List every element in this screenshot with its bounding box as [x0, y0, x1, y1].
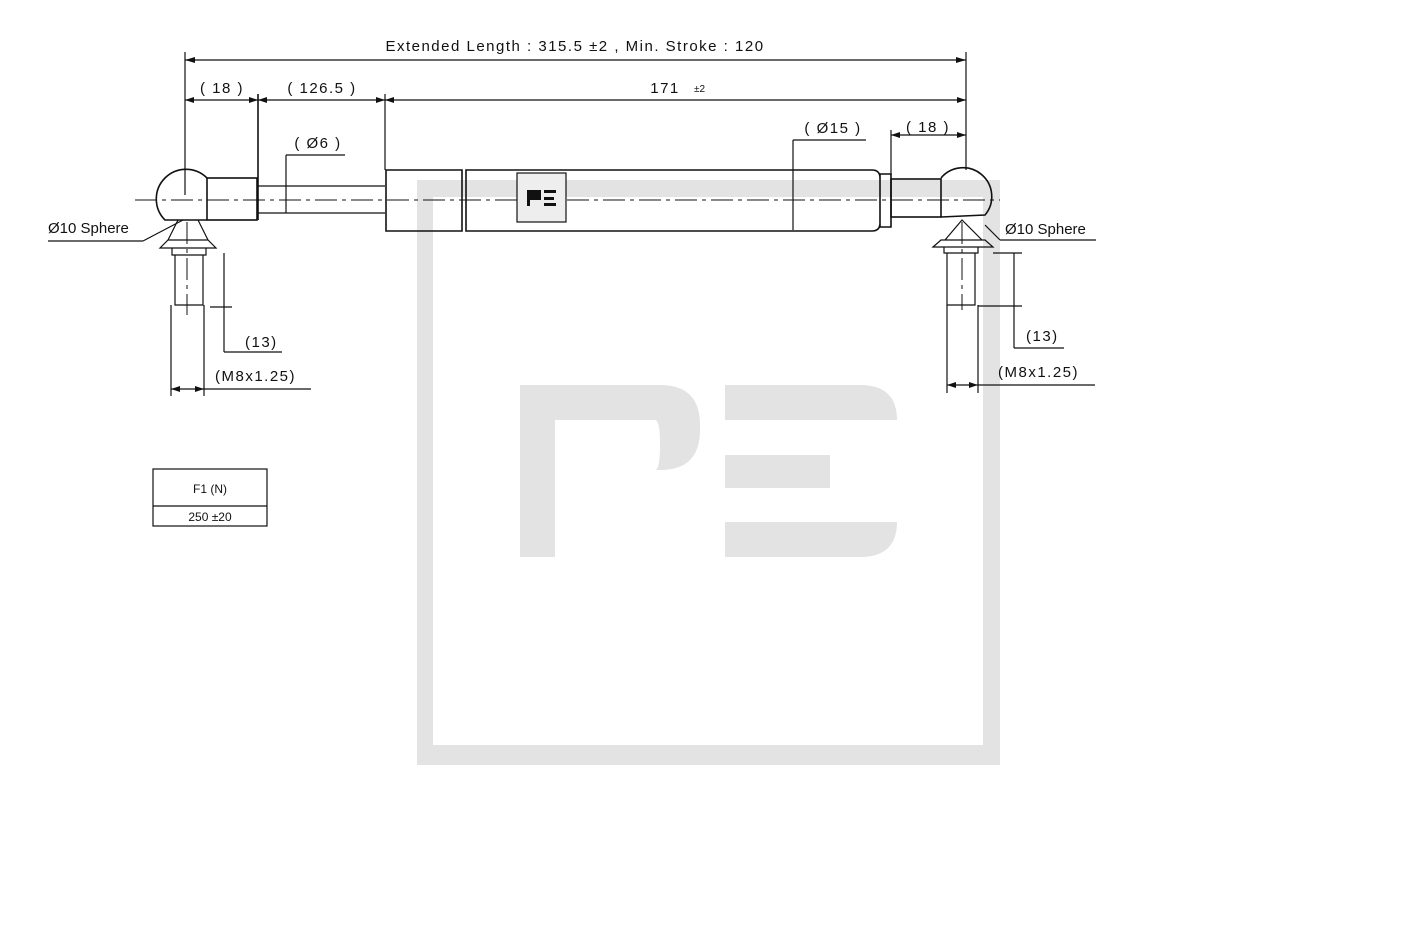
- left-eye-length-label: ( 18 ): [200, 80, 244, 97]
- cylinder-body: [385, 169, 892, 232]
- pe-logo-small: [516, 172, 567, 223]
- right-thread-length-label: (13): [1026, 328, 1059, 345]
- body-length-label: 171: [650, 80, 680, 97]
- pe-watermark: [417, 180, 1000, 765]
- rod-length-label: ( 126.5 ): [287, 80, 356, 97]
- left-sphere-label: Ø10 Sphere: [48, 220, 129, 237]
- extended-length-label: Extended Length : 315.5 ±2 , Min. Stroke…: [385, 38, 764, 55]
- segment-dimensions: ( 18 ) ( 126.5 ) 171 ±2 ( 18 ) ( Ø6 ) ( …: [185, 80, 966, 230]
- right-eye-length-label: ( 18 ): [906, 119, 950, 136]
- extended-length-dimension: Extended Length : 315.5 ±2 , Min. Stroke…: [184, 38, 967, 195]
- right-sphere-label: Ø10 Sphere: [1005, 221, 1086, 238]
- body-length-tolerance: ±2: [694, 84, 705, 95]
- left-thread-length-label: (13): [245, 334, 278, 351]
- left-ball-socket: Ø10 Sphere (13) (M8x1.25): [48, 168, 385, 396]
- right-thread-label: (M8x1.25): [998, 364, 1079, 381]
- rod-diameter-label: ( Ø6 ): [294, 135, 341, 152]
- right-ball-socket: Ø10 Sphere (13) (M8x1.25): [890, 166, 1096, 393]
- force-table-header: F1 (N): [193, 482, 227, 496]
- body-diameter-label: ( Ø15 ): [804, 120, 861, 137]
- force-table-value: 250 ±20: [188, 510, 232, 524]
- left-thread-label: (M8x1.25): [215, 368, 296, 385]
- force-table: F1 (N) 250 ±20: [152, 468, 268, 527]
